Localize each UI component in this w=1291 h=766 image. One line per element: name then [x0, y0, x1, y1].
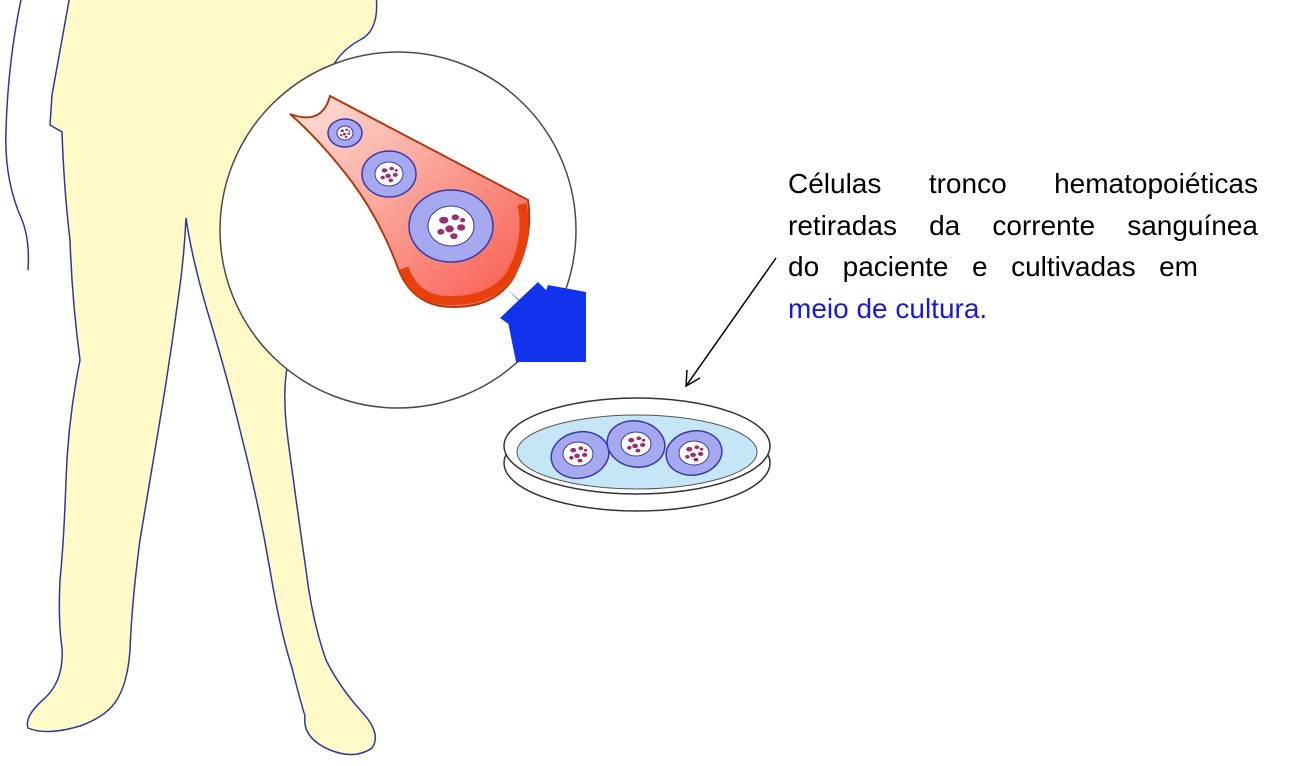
- caption-line-2: retiradas da corrente sanguínea: [788, 209, 1258, 241]
- stem-cell-icon: [327, 118, 363, 148]
- stem-cell-icon: [408, 189, 494, 263]
- stem-cell-icon: [606, 420, 666, 468]
- body-arm-line: [5, 0, 30, 271]
- down-right-arrow-icon: [500, 282, 586, 362]
- caption-line-3: do paciente e cultivadas em: [788, 251, 1198, 282]
- pointer-arrow-icon: [685, 257, 777, 388]
- petri-dish-icon: [503, 397, 771, 512]
- caption-line-1: Células tronco hematopoiéticas: [788, 168, 1258, 199]
- caption-line-4-highlight: meio de cultura.: [788, 292, 988, 324]
- blood-vessel-icon: [289, 94, 531, 308]
- caption-text: Células tronco hematopoiéticas retiradas…: [788, 163, 1258, 329]
- stem-cell-icon: [550, 430, 610, 480]
- stem-cell-icon: [361, 150, 417, 198]
- stem-cell-icon: [665, 430, 723, 476]
